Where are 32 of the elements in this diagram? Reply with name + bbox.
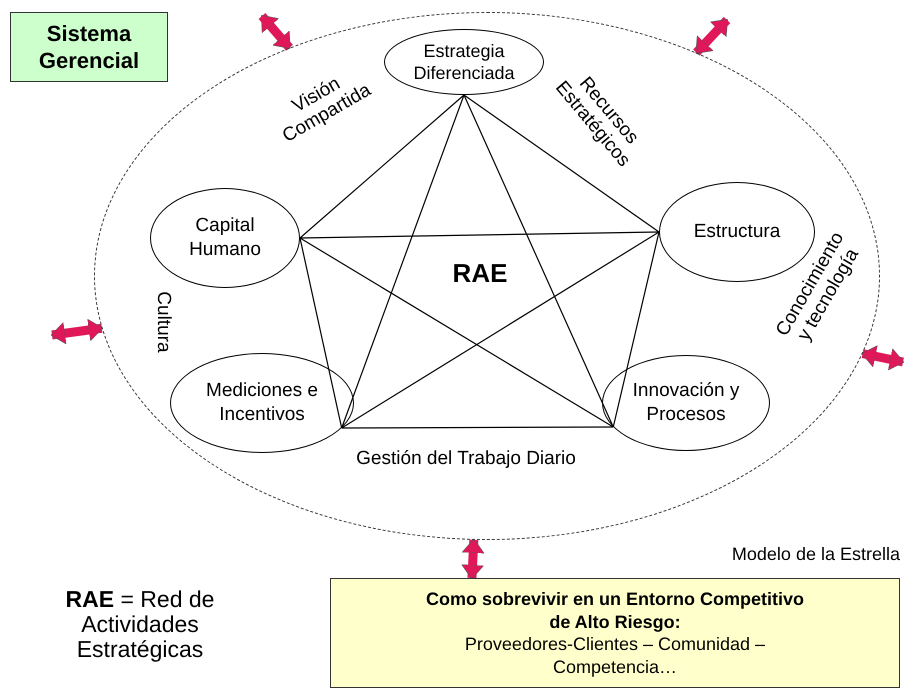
node-label: Mediciones e Incentivos (205, 379, 319, 427)
node-label: Estrategia Diferenciada (412, 40, 516, 84)
diagram-caption: Modelo de la Estrella (732, 545, 900, 565)
heading: Como sobrevivir en un Entorno Competitivo de Alto Riesgo: (424, 588, 806, 633)
double-arrow (258, 13, 293, 51)
oval-node (170, 353, 354, 453)
star-line (612, 232, 660, 428)
oval-node (150, 188, 300, 288)
star-line (300, 94, 464, 238)
text-label: RAE = Red de Actividades Estratégicas (64, 586, 216, 663)
star-line (342, 426, 614, 429)
star-line (300, 237, 614, 428)
star-line (464, 94, 660, 232)
body-text: Proveedores-Clientes – Comunidad – Competencia… (464, 633, 766, 678)
star-line (341, 231, 660, 429)
star-line (300, 231, 660, 239)
double-arrow (50, 318, 104, 344)
double-arrow (861, 345, 904, 370)
node-label: Sistema Gerencial (38, 20, 140, 74)
star-line (299, 238, 342, 428)
node-label: Capital Humano (188, 214, 262, 262)
double-arrow (461, 538, 484, 580)
node-label: Innovación y Procesos (632, 379, 740, 427)
center-label: RAE (452, 259, 508, 288)
rotated-label: Cultura (152, 290, 173, 355)
text-box (10, 12, 168, 82)
text-label: Gestión del Trabajo Diario (355, 449, 577, 470)
oval-node (384, 29, 544, 95)
star-line (341, 94, 465, 428)
double-arrow (693, 16, 730, 56)
text-box (330, 578, 900, 688)
oval-node (602, 355, 770, 451)
